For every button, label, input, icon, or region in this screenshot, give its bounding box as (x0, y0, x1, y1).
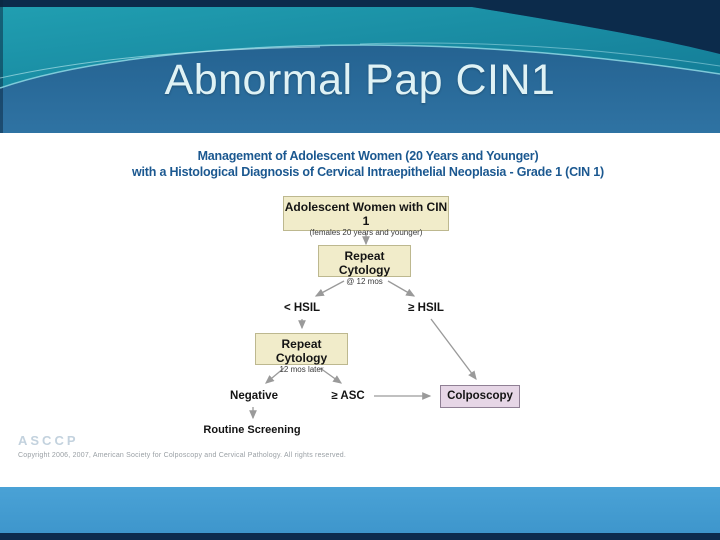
label-lt-hsil: < HSIL (283, 302, 321, 314)
flowchart-heading-line2: with a Histological Diagnosis of Cervica… (131, 165, 604, 179)
slide-header: Abnormal Pap CIN1 (0, 0, 720, 133)
slide-footer (0, 487, 720, 533)
node-title: Repeat Cytology (275, 337, 328, 365)
copyright-text: Copyright 2006, 2007, American Society f… (18, 452, 347, 459)
label-ge-hsil: ≥ HSIL (408, 302, 444, 314)
node-title: Repeat Cytology (338, 249, 391, 277)
node-title: Colposcopy (447, 390, 513, 402)
slide-title: Abnormal Pap CIN1 (164, 56, 556, 104)
node-subtitle: (females 20 years and younger) (309, 228, 423, 237)
flowchart-heading-line1: Management of Adolescent Women (20 Years… (197, 149, 539, 163)
label-negative: Negative (230, 390, 278, 402)
flowchart-heading: Management of Adolescent Women (20 Years… (16, 148, 720, 180)
node-repeat-cytology-12mos: Repeat Cytology @ 12 mos (318, 245, 411, 286)
node-subtitle: 12 mos later (279, 365, 324, 374)
node-colposcopy: Colposcopy (440, 385, 520, 408)
asccp-logo: ASCCP (18, 433, 79, 448)
node-repeat-cytology-12mos-later: Repeat Cytology 12 mos later (255, 333, 348, 374)
label-ge-asc: ≥ ASC (331, 390, 365, 402)
label-routine-screening: Routine Screening (203, 424, 301, 436)
wave-decoration (0, 0, 720, 133)
footer-strip (0, 533, 720, 540)
node-title: Adolescent Women with CIN 1 (284, 200, 448, 228)
node-subtitle: @ 12 mos (346, 277, 383, 286)
node-adolescent-women-cin1: Adolescent Women with CIN 1 (females 20 … (283, 196, 449, 237)
